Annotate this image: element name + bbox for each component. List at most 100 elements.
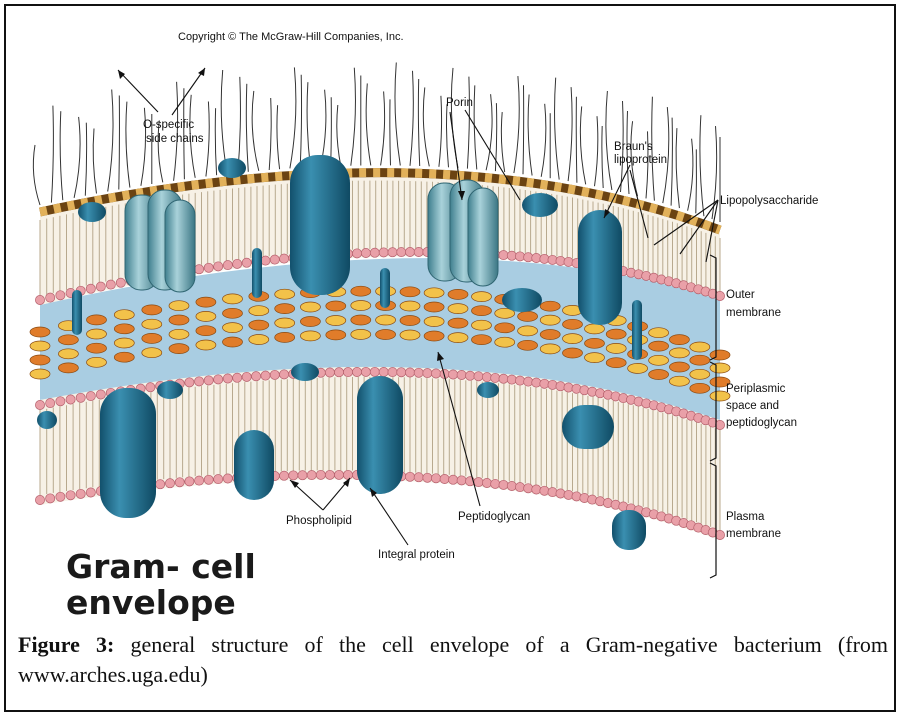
periplasmic-label-line3: peptidoglycan [726,417,797,429]
phospholipid-head [195,377,204,386]
plasma-membrane-label-line1: Plasma [726,511,765,523]
peptidoglycan-unit [351,286,371,296]
phospholipid-head [233,259,242,268]
peptidoglycan-unit [424,331,444,341]
phospholipid-head [405,472,414,481]
side-chain [486,94,492,170]
phospholipid-head [414,473,423,482]
phospholipid-head [370,367,379,376]
peptidoglycan-unit [326,301,346,311]
peptidoglycan-unit [114,310,134,320]
phospholipid-head [56,492,65,501]
side-chain [206,102,209,177]
plasma-membrane-label-line2: membrane [726,528,781,540]
phospholipid-head [86,392,95,401]
phospholipid-head [370,248,379,257]
peptidoglycan-unit [58,363,78,373]
peptidoglycan-unit [424,288,444,298]
side-chain [381,91,385,165]
phospholipid-head [116,278,125,287]
side-chain [451,68,458,168]
phospholipid-head [280,370,289,379]
peptidoglycan-unit [30,327,50,337]
phospholipid-head [499,251,508,260]
peptidoglycan-unit [710,363,730,373]
peptidoglycan-unit [424,302,444,312]
phospholipid-head [316,470,325,479]
phospholipid-head [175,478,184,487]
peptidoglycan-unit [563,348,583,358]
side-chain [580,106,585,184]
lipopolysaccharide-label: Lipopolysaccharide [720,195,818,207]
peptidoglycan-unit [585,324,605,334]
phospholipid-head [334,470,343,479]
side-chain [366,83,371,165]
phospholipid-head [482,478,491,487]
phospholipid-head [96,390,105,399]
phospholipid-head [405,247,414,256]
peptidoglycan-unit [376,315,396,325]
phospholipid-head [466,371,475,380]
phospholipid-head [214,375,223,384]
peptidoglycan-unit [87,329,107,339]
phospholipid-head [515,376,524,385]
side-chain [514,76,519,173]
peptidoglycan-unit [649,355,669,365]
phospholipid-head [548,488,557,497]
phospholipid-head [195,476,204,485]
phospholipid-head [35,495,44,504]
peptidoglycan-unit [400,301,420,311]
lipoprotein-stalk-3 [380,268,390,308]
peripheral-protein-2 [291,363,319,381]
side-chain [238,77,241,173]
o-specific-label-line2: side chains [146,133,204,145]
lipoprotein-stalk-4 [632,300,642,360]
phospholipid-head [532,485,541,494]
integral-protein-1 [100,388,156,518]
phospholipid-head [423,473,432,482]
side-chain [351,68,356,166]
brauns-label-line2: lipoprotein [614,154,667,166]
phospholipid-head [325,368,334,377]
phospholipid-head [491,479,500,488]
side-chain [439,96,442,167]
peptidoglycan-unit [448,333,468,343]
side-chain [676,128,679,208]
phospholipid-head [242,258,251,267]
periplasmic-protein [502,288,542,312]
phospholipid-head [204,263,213,272]
surface-protein-3 [522,193,558,217]
phospholipid-head [223,261,232,270]
figure-caption: Figure 3: general structure of the cell … [18,630,888,690]
outer-membrane-label-line2: membrane [726,307,781,319]
side-chain [523,85,524,174]
peptidoglycan-unit [472,292,492,302]
peptidoglycan-label: Peptidoglycan [458,511,530,523]
peptidoglycan-unit [424,317,444,327]
peptidoglycan-unit [540,315,560,325]
phospholipid-head [46,293,55,302]
phospholipid-head [524,377,533,386]
peptidoglycan-unit [87,315,107,325]
phospholipid-head [414,368,423,377]
phospholipid-head [715,530,724,539]
porin-label: Porin [446,97,473,109]
side-chain [119,96,120,190]
phospholipid-head [56,291,65,300]
phospholipid-head [499,374,508,383]
peptidoglycan-unit [275,304,295,314]
phospholipid-head [474,478,483,487]
brauns-label-line1: Braun's [614,141,653,153]
phospholipid-head [86,488,95,497]
side-chain [501,112,504,172]
side-chain [252,91,259,171]
phospholipid-head [261,256,270,265]
phospholipid-head [499,480,508,489]
phospholipid-head [76,393,85,402]
phospholipid-head [66,395,75,404]
phospholipid-head [289,471,298,480]
peptidoglycan-unit [300,331,320,341]
peptidoglycan-unit [518,340,538,350]
phospholipid-head [414,247,423,256]
phospholipid-head [270,370,279,379]
